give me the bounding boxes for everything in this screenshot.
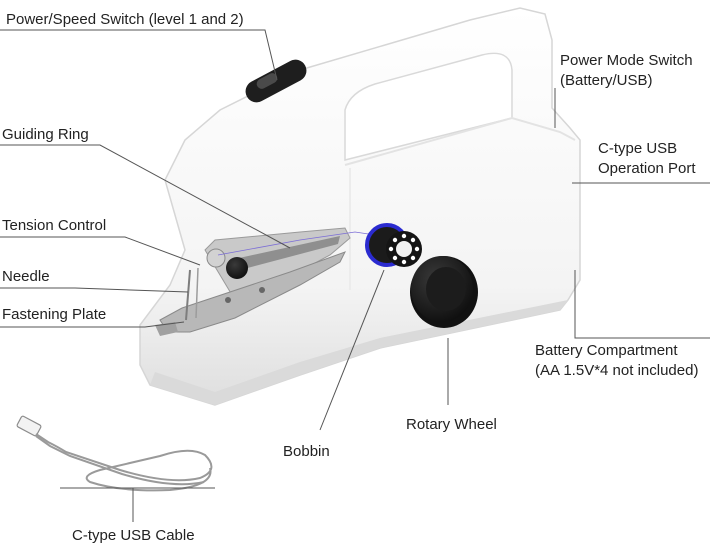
label-fastening-plate: Fastening Plate xyxy=(2,306,107,323)
label-ctype-usb-port: C-type USB Operation Port xyxy=(598,140,696,177)
needle-assembly xyxy=(155,227,383,336)
power-speed-switch xyxy=(245,59,307,103)
label-tension-control: Tension Control xyxy=(2,217,107,234)
bobbin xyxy=(365,223,422,267)
rotary-wheel xyxy=(410,256,478,328)
label-needle: Needle xyxy=(2,268,50,285)
label-battery-compartment: Battery Compartment (AA 1.5V*4 not inclu… xyxy=(535,342,699,379)
label-power-speed-switch: Power/Speed Switch (level 1 and 2) xyxy=(6,11,244,28)
machine-body xyxy=(139,7,581,406)
label-rotary-wheel: Rotary Wheel xyxy=(406,416,497,433)
label-power-mode-switch: Power Mode Switch (Battery/USB) xyxy=(560,52,693,89)
label-usb-cable: C-type USB Cable xyxy=(72,527,195,544)
leader-lines xyxy=(0,29,710,522)
label-bobbin: Bobbin xyxy=(283,443,330,460)
usb-cable xyxy=(16,415,213,492)
label-guiding-ring: Guiding Ring xyxy=(2,126,89,143)
